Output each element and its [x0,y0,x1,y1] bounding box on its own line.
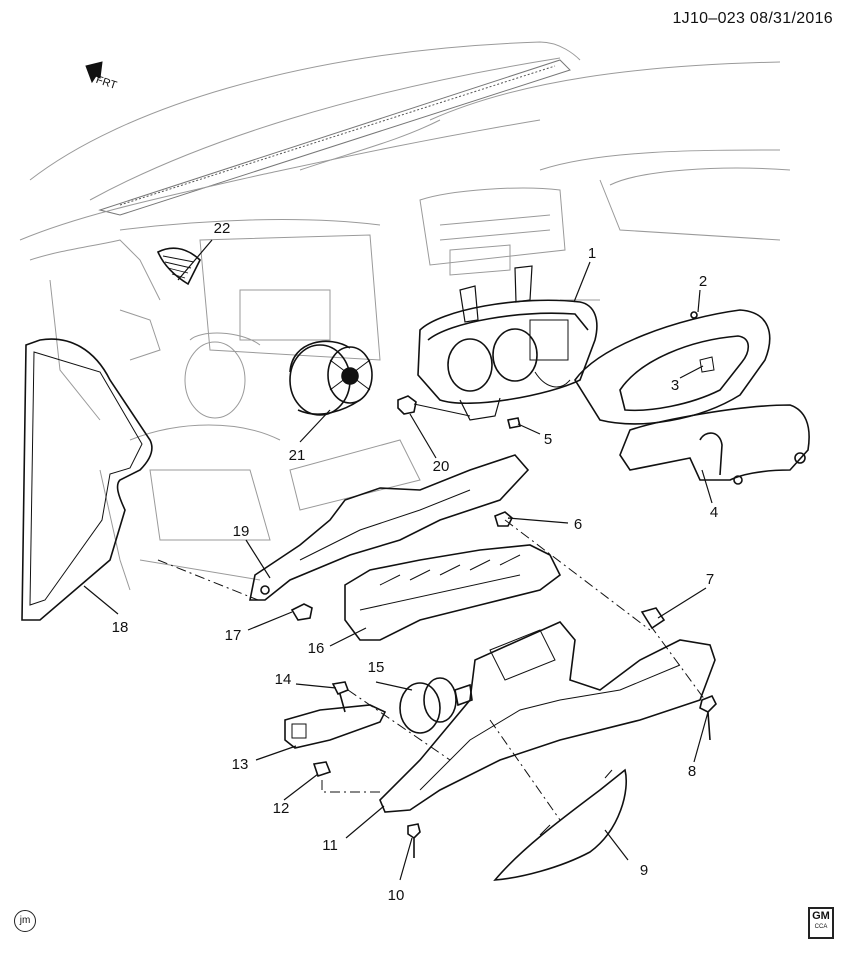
part-4-column-cover [619,404,810,485]
dashed-line-9 [489,719,561,821]
front-arrow-icon [85,61,103,84]
part-18-side-trim [21,338,153,621]
callout-21: 21 [288,447,306,464]
callout-20: 20 [432,458,450,475]
callout-13: 13 [231,756,249,773]
callout-6: 6 [573,516,583,533]
part-17-bolt [290,603,313,621]
callout-8: 8 [687,763,697,780]
callout-15: 15 [367,659,385,676]
part-20-knob [397,395,471,417]
callout-4: 4 [709,504,719,521]
callout-17: 17 [224,627,242,644]
dashed-line-12 [321,780,380,793]
part-8-screw [699,694,717,741]
callout-9: 9 [639,862,649,879]
part-9-cover [493,768,627,881]
callout-7: 7 [705,571,715,588]
part-19-bracket [249,454,530,601]
part-12-clip [312,761,332,778]
callout-22: 22 [213,220,231,237]
part-22-vent [156,247,201,286]
part-10-screw [407,823,421,858]
leader-lines [83,239,713,881]
callout-19: 19 [232,523,250,540]
gm-logo-sub: CCA [814,924,828,930]
part-11-lower-panel [379,621,716,813]
dashed-line-7 [649,624,706,701]
jm-badge: jm [14,910,36,932]
dashed-line-19 [157,559,259,601]
part-1-instrument-cluster [417,265,598,421]
callout-12: 12 [272,800,290,817]
part-15-switch [399,677,473,734]
part-5-screw [507,417,521,429]
part-2-pin [690,311,698,319]
part-3-cluster-bezel [574,309,771,425]
callout-2: 2 [698,273,708,290]
callout-16: 16 [307,640,325,657]
callout-14: 14 [274,671,292,688]
part-21-round-vent [289,340,373,416]
part-6-nut [494,511,513,527]
callout-1: 1 [587,245,597,262]
dashed-line-6 [504,519,651,631]
dashed-line-14 [347,689,451,761]
callout-3: 3 [670,377,680,394]
dashboard-outline [19,41,791,591]
gm-logo: GM CCA [808,907,834,939]
callout-5: 5 [543,431,553,448]
part-7-clip [640,607,666,630]
gm-logo-text: GM [812,910,830,922]
callout-10: 10 [387,887,405,904]
callout-18: 18 [111,619,129,636]
callout-11: 11 [322,837,338,854]
part-13-latch [284,704,387,749]
diagram-code-date: 1J10–023 08/31/2016 [672,10,833,27]
part-16-glovebox-liner [344,544,562,641]
